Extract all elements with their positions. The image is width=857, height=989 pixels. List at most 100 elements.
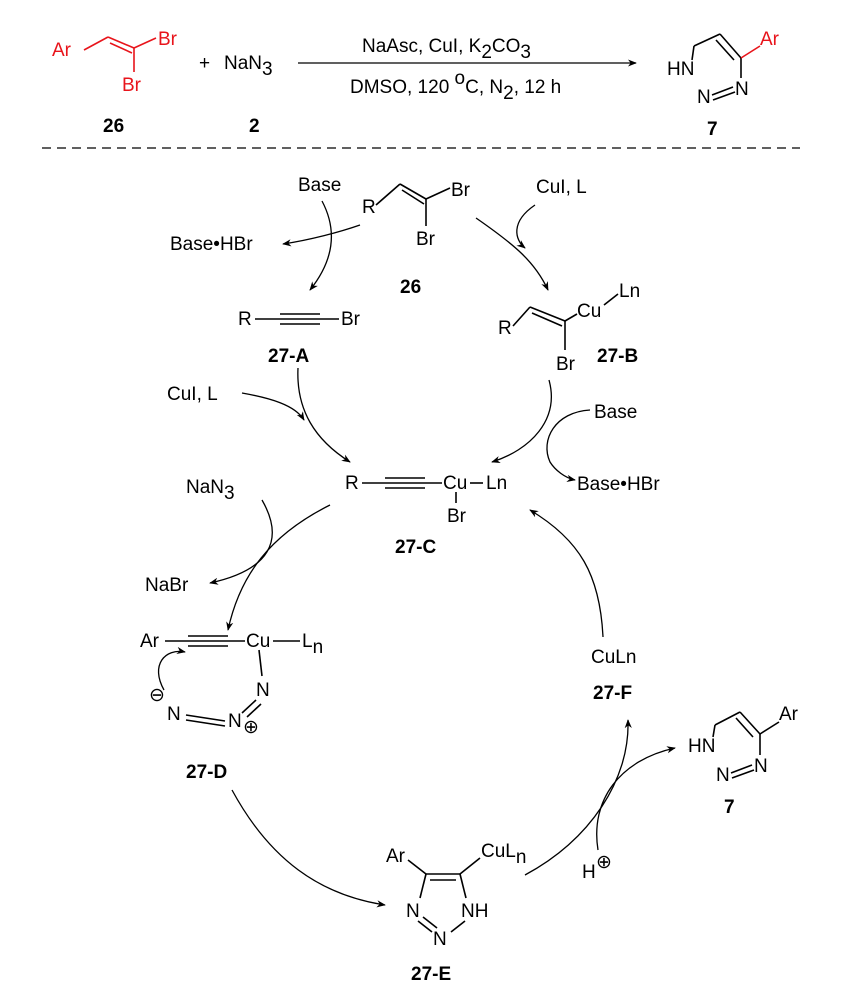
ar-label: Ar (140, 631, 160, 652)
compound-label-27e: 27-E (411, 964, 451, 985)
compound-26: R Br Br 26 (362, 180, 471, 298)
br-label: Br (451, 180, 471, 201)
compound-27e: Ar CuLn N NH N 27-E (386, 841, 526, 985)
hn-label: HN (688, 736, 715, 757)
arrow-product-release (596, 746, 676, 851)
bond (731, 769, 755, 779)
br-label: Br (416, 229, 436, 250)
ar-label: Ar (52, 40, 72, 61)
arrow-base-right (546, 409, 591, 482)
culn-label: CuLn (591, 647, 636, 668)
n-label: N (406, 901, 420, 922)
bond (107, 36, 135, 49)
compound-label-27b: 27-B (597, 346, 638, 367)
cu-label: Cu (577, 301, 601, 322)
nh-label: NH (461, 901, 488, 922)
compound-27c: R Cu Ln Br 27-C (345, 473, 507, 558)
reactant-2: NaN3 2 (224, 53, 273, 137)
br-label: Br (447, 506, 467, 527)
bond (693, 33, 721, 47)
cui-l-label: CuI, L (167, 384, 218, 405)
bond (425, 187, 451, 200)
plus-sign: + (199, 53, 210, 74)
bond (712, 724, 716, 738)
bond (375, 183, 401, 206)
electron-push-arrow (158, 646, 186, 691)
n-label: N (228, 711, 242, 732)
ar-label: Ar (760, 29, 780, 50)
negative-charge: ⊖ (149, 685, 165, 706)
bond (564, 313, 578, 322)
arrow-base (309, 200, 333, 291)
bond (714, 711, 741, 726)
bond (185, 714, 226, 722)
compound-label-26: 26 (103, 116, 124, 137)
bond (417, 920, 433, 933)
arrow-27e-to-27f (524, 719, 632, 876)
compound-label-27a: 27-A (268, 346, 309, 367)
cui-l-label: CuI, L (536, 177, 587, 198)
ar-label: Ar (386, 846, 406, 867)
bond (401, 189, 425, 205)
ln-label: Ln (619, 281, 640, 302)
product-7-cycle: Ar HN N N 7 (688, 704, 799, 818)
positive-charge: ⊕ (596, 852, 612, 873)
bond (241, 699, 257, 714)
br-label: Br (556, 354, 576, 375)
h-plus-label: H (582, 862, 596, 883)
base-label: Base (298, 175, 341, 196)
bond (735, 717, 754, 738)
nan3-label: NaN3 (186, 477, 235, 504)
bond (730, 764, 753, 774)
l-label: Ln (302, 631, 323, 658)
arrow-27b-to-27c (491, 379, 552, 463)
product-7-top: Ar HN N N 7 (667, 29, 780, 140)
n-label: N (697, 87, 711, 108)
hn-label: HN (667, 59, 694, 80)
bond (109, 42, 133, 54)
bond (711, 86, 734, 96)
r-label: R (345, 473, 359, 494)
ar-label: Ar (779, 704, 799, 725)
cu-label: Cu (246, 631, 270, 652)
n-label: N (433, 929, 447, 950)
base-hbr-label: Base•HBr (170, 234, 253, 255)
r-label: R (498, 318, 512, 339)
nan3-label: NaN3 (224, 53, 273, 80)
br-label: Br (158, 29, 178, 50)
arrow-27a-to-27c (297, 367, 351, 463)
bond (719, 33, 742, 59)
arrow-26-to-27b (475, 217, 549, 291)
bond (407, 859, 427, 875)
compound-27f: CuLn 27-F (591, 647, 636, 704)
bond (459, 873, 467, 899)
bond (83, 36, 109, 51)
bond (739, 711, 761, 735)
cu-label: Cu (443, 473, 467, 494)
bond (399, 183, 427, 200)
conditions-line-1: NaAsc, CuI, K2CO3 (362, 36, 531, 63)
compound-label-26: 26 (400, 277, 421, 298)
reactant-26: Ar Br Br 26 (52, 29, 178, 137)
arrow-base-hbr (282, 224, 361, 247)
base-label: Base (594, 402, 637, 423)
compound-label-7: 7 (724, 797, 735, 818)
nabr-label: NaBr (145, 575, 189, 596)
bond (419, 873, 427, 899)
arrow-cui-left (241, 392, 305, 421)
base-hbr-label: Base•HBr (577, 474, 660, 495)
compound-27b: R Cu Ln Br 27-B (498, 281, 640, 375)
r-label: R (238, 309, 252, 330)
n-label: N (256, 680, 270, 701)
bond (529, 306, 566, 322)
bond (715, 39, 735, 61)
bond (531, 312, 563, 327)
compound-27a: R Br 27-A (238, 309, 361, 367)
arrow-27f-to-27c (529, 509, 604, 638)
compound-label-7: 7 (707, 119, 718, 140)
conditions-line-2: DMSO, 120 oC, N2, 12 h (350, 68, 561, 104)
bond (603, 293, 619, 306)
positive-charge: ⊕ (243, 717, 259, 738)
br-label: Br (122, 75, 142, 96)
